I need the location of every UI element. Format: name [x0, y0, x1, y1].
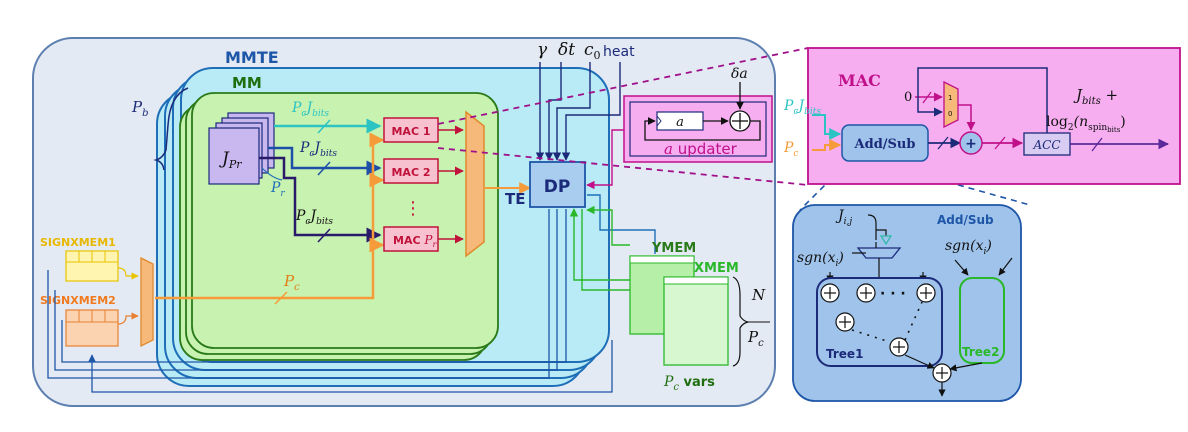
mac-dots: ⋮: [404, 198, 422, 219]
a-delta-label: δa: [731, 66, 748, 82]
ymem-label: YMEM: [651, 241, 696, 256]
mac-in-pcj: PcJbits: [783, 98, 821, 117]
tree1-label: Tree1: [826, 347, 863, 361]
mac-mux-panel: [943, 80, 959, 129]
dp-label: DP: [544, 177, 571, 197]
svg-text:a: a: [676, 115, 684, 130]
gamma-label: γ: [537, 40, 548, 60]
c0-label: c0: [584, 40, 601, 62]
sgn1-label: sgn(xi): [797, 250, 844, 269]
macpr-label: MAC Pr: [393, 233, 437, 249]
mac1-label: MAC 1: [391, 125, 430, 138]
pr-brace: [261, 167, 283, 181]
bus-jpr-macpr: [259, 156, 382, 243]
dt-label: δt: [558, 40, 575, 60]
pr-label: Pr: [270, 180, 285, 199]
te-label: TE: [505, 190, 525, 208]
mac-panel-title: MAC: [838, 71, 881, 90]
pb-brace: [153, 87, 189, 171]
sgn2-label: sgn(xi): [945, 238, 992, 257]
bus-pc: [155, 132, 385, 300]
mac-out-line1: Jbits +: [1073, 86, 1118, 107]
xmem-block: [663, 276, 729, 366]
jij-label: Ji,j: [835, 208, 852, 227]
svg-text:Add/Sub: Add/Sub: [854, 137, 916, 152]
svg-text:· · ·: · · ·: [880, 286, 906, 302]
svg-text:0: 0: [904, 90, 912, 105]
mmte-title: MMTE: [225, 48, 279, 67]
signxmem2-label: SIGNXMEM2: [40, 294, 116, 307]
svg-text:PcJbits: PcJbits: [295, 208, 333, 227]
addsub-mux: [856, 247, 902, 259]
mac-mux: [465, 110, 485, 258]
jpr-label: JPr: [219, 149, 242, 171]
mac-out-line2: log2(nspinbits): [1046, 114, 1126, 134]
addsub-panel-title: Add/Sub: [937, 213, 994, 227]
mac-in-pc: Pc: [783, 140, 798, 159]
tree2-label: Tree2: [962, 345, 999, 359]
feedback-wires: [47, 209, 613, 393]
tree1-box: [816, 277, 943, 367]
a-updater-label: a updater: [664, 140, 738, 158]
svg-text:1: 1: [948, 94, 952, 102]
xmem-label: XMEM: [694, 261, 739, 276]
sign-mux: [140, 256, 154, 348]
svg-text:PcJbits: PcJbits: [291, 100, 329, 119]
dp-block: [529, 161, 586, 208]
svg-text:N: N: [751, 286, 766, 304]
heat-label: heat: [603, 44, 635, 60]
macpr-box: [383, 226, 439, 252]
svg-text:ACC: ACC: [1032, 138, 1060, 152]
jpr-stack: [208, 112, 275, 185]
bus-jpr-mac2: [268, 146, 382, 176]
mac2-label: MAC 2: [391, 166, 430, 179]
pb-label: Pb: [131, 98, 149, 119]
pc-label: Pc: [283, 272, 300, 293]
svg-text:+: +: [965, 136, 977, 152]
mm-title: MM: [232, 74, 262, 92]
svg-text:Pc: Pc: [747, 328, 764, 349]
svg-text:PcJbits: PcJbits: [299, 140, 337, 159]
svg-text:0: 0: [948, 110, 952, 118]
signxmem1-label: SIGNXMEM1: [40, 236, 116, 249]
pc-vars-label: Pc vars: [663, 374, 715, 393]
